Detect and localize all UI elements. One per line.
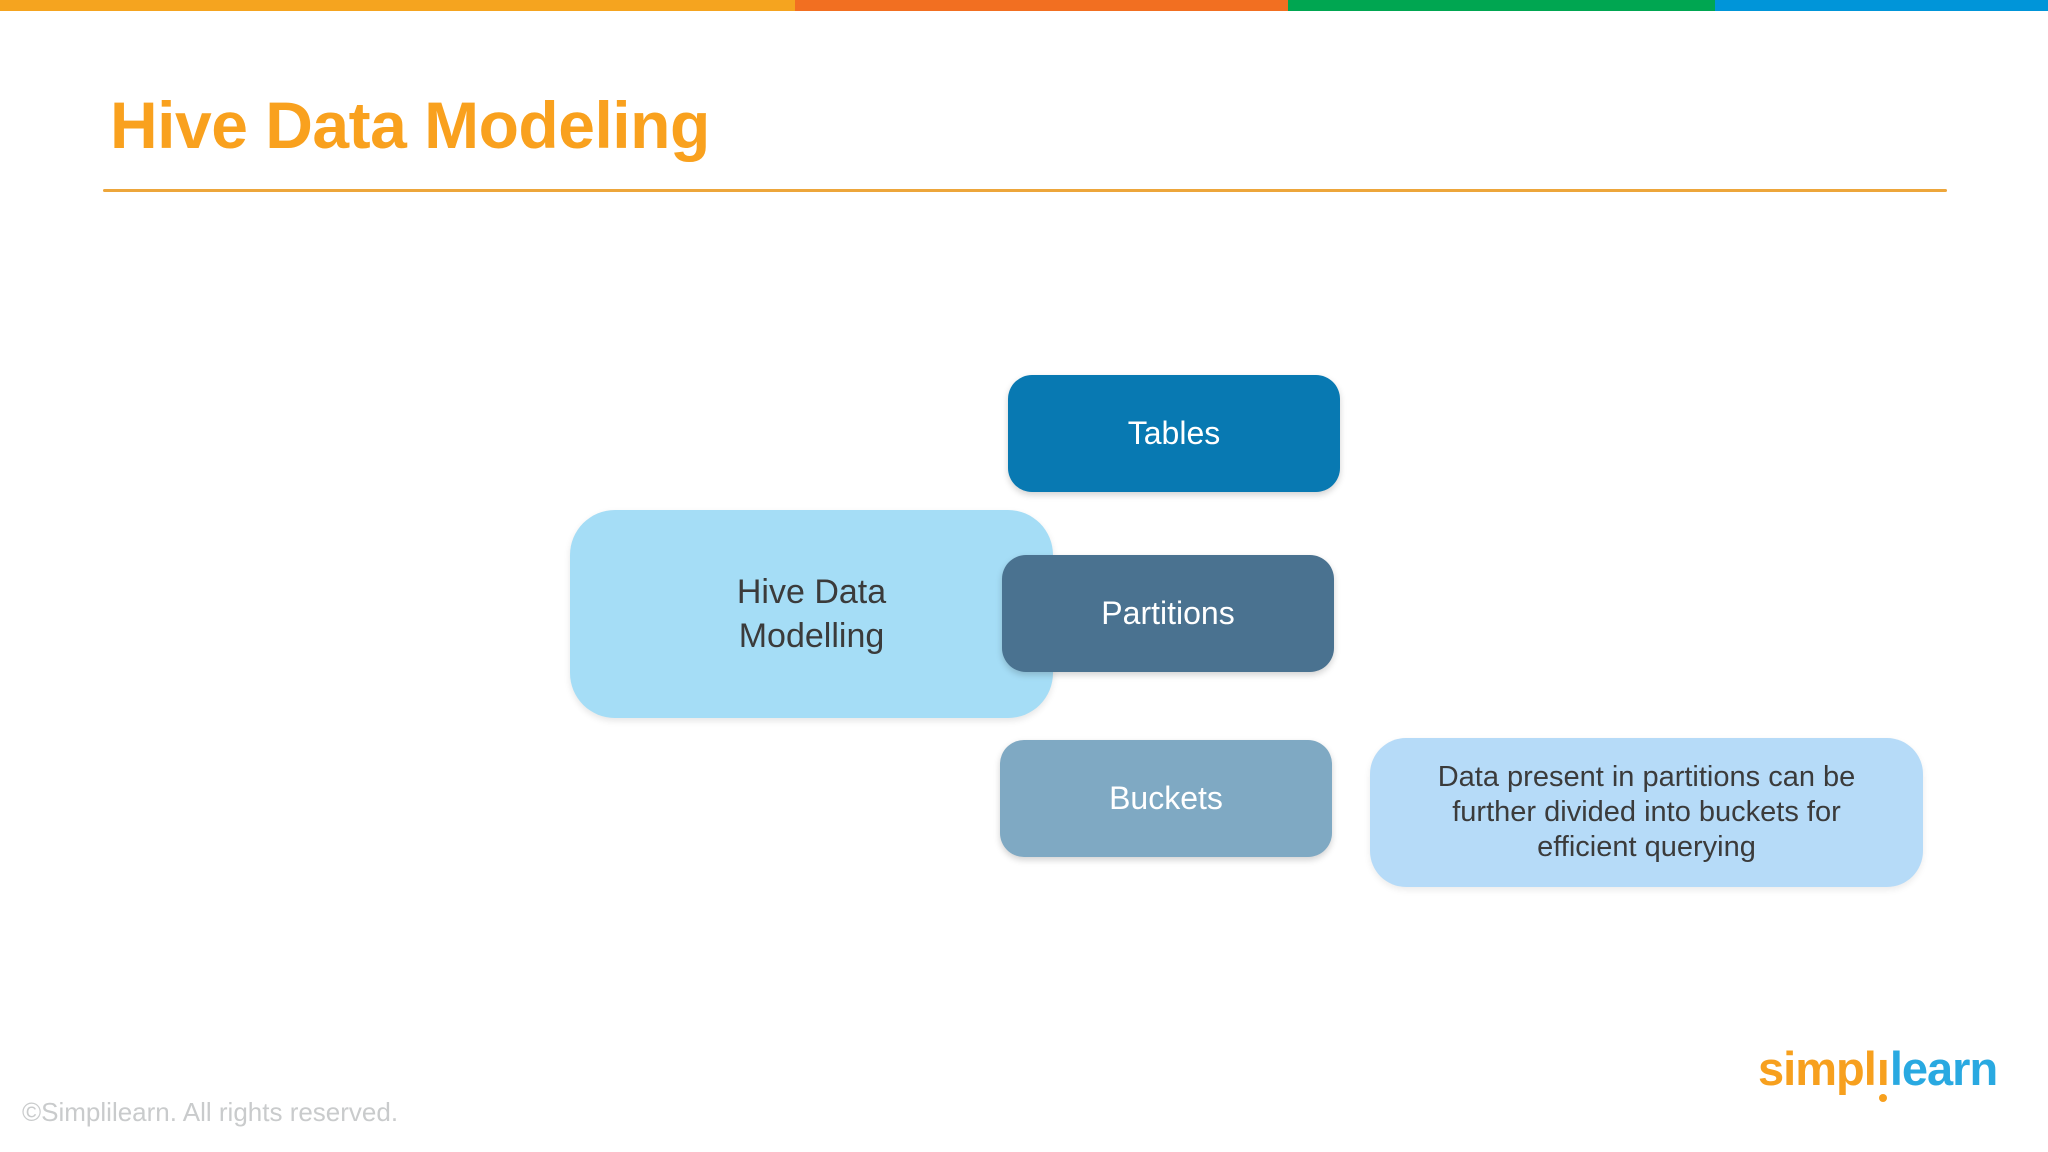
- slide-title: Hive Data Modeling: [110, 88, 710, 162]
- logo-i-stem-glyph: ı: [1876, 1042, 1890, 1095]
- topbar-green-segment: [1288, 0, 1715, 11]
- diagram-node-buckets: Buckets: [1000, 740, 1332, 857]
- topbar-blue-segment: [1715, 0, 2048, 11]
- diagram-node-label: Hive Data Modelling: [736, 572, 887, 655]
- copyright-notice: ©Simplilearn. All rights reserved.: [22, 1097, 399, 1127]
- logo-i-dot: [1878, 1093, 1887, 1102]
- logo-text-simpl: simpl: [1758, 1042, 1877, 1095]
- topbar-orange-segment: [795, 0, 1288, 11]
- diagram-node-label: Tables: [1127, 415, 1221, 451]
- logo-text-learn: learn: [1889, 1042, 1998, 1095]
- top-color-bar: [0, 0, 2048, 11]
- title-underline: [103, 189, 1947, 192]
- topbar-amber-segment: [0, 0, 795, 11]
- diagram-node-label: Partitions: [1101, 595, 1235, 631]
- diagram-node-hive-data-modelling: Hive Data Modelling: [570, 510, 1053, 718]
- logo-i-stem: ı: [1876, 1042, 1890, 1102]
- diagram-node-tables: Tables: [1008, 375, 1340, 492]
- diagram-node-partitions: Partitions: [1002, 555, 1334, 672]
- diagram-node-label: Buckets: [1109, 780, 1223, 816]
- simplilearn-logo: simpl ı learn: [1758, 1042, 1998, 1102]
- diagram-callout-text: Data present in partitions can be furthe…: [1437, 761, 1856, 863]
- diagram-callout-buckets-note: Data present in partitions can be furthe…: [1370, 738, 1923, 887]
